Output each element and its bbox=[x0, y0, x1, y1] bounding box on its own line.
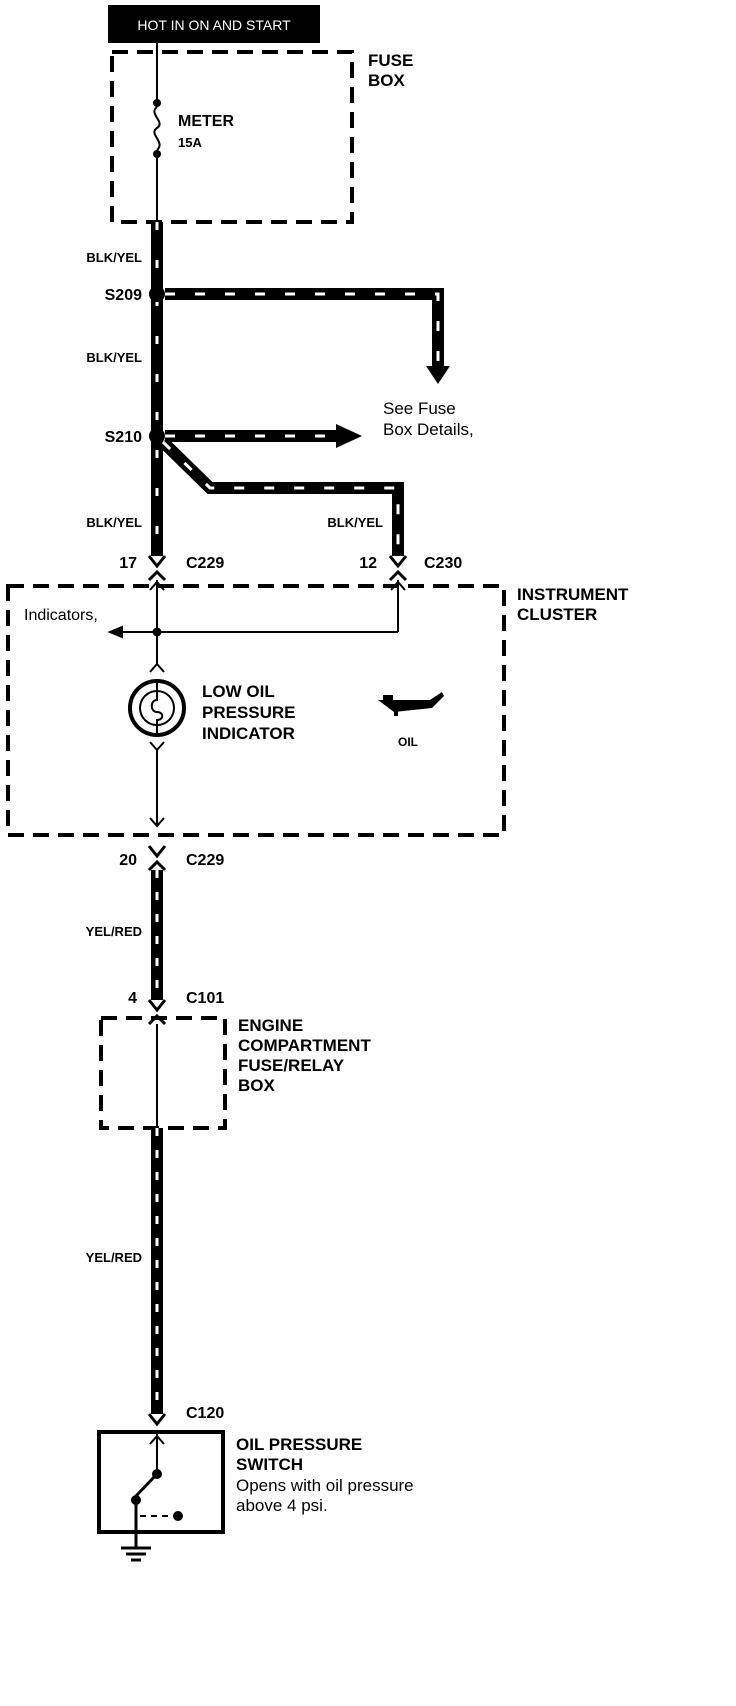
c230-branch-wire bbox=[158, 437, 404, 556]
c120-connector-icon bbox=[147, 1413, 167, 1427]
c229-top-pin: 17 bbox=[119, 555, 137, 572]
wire-label-3-right: BLK/YEL bbox=[327, 515, 383, 530]
c120-label: C120 bbox=[186, 1405, 224, 1422]
c230-label: C230 bbox=[424, 555, 462, 572]
splice-s209: S209 bbox=[105, 287, 142, 304]
c101-connector-icon bbox=[147, 999, 167, 1013]
fuse-box-outline bbox=[110, 50, 354, 224]
see-fuse-1: See Fuse bbox=[383, 399, 456, 418]
oil-switch-desc-2: above 4 psi. bbox=[236, 1496, 328, 1515]
fuse-rating: 15A bbox=[178, 135, 202, 150]
engine-box-3: FUSE/RELAY bbox=[238, 1056, 345, 1075]
wire-label-1: BLK/YEL bbox=[86, 250, 142, 265]
wire-label-3-left: BLK/YEL bbox=[86, 515, 142, 530]
fuse-box-title-1: FUSE bbox=[368, 51, 413, 70]
s210-branch-wire bbox=[165, 424, 362, 448]
c229-bottom-label: C229 bbox=[186, 852, 224, 869]
wire-label-2: BLK/YEL bbox=[86, 350, 142, 365]
header-label: HOT IN ON AND START bbox=[137, 17, 291, 33]
oil-switch-title-1: OIL PRESSURE bbox=[236, 1435, 362, 1454]
c230-pin: 12 bbox=[359, 555, 377, 572]
see-fuse-2: Box Details, bbox=[383, 420, 474, 439]
engine-box-2: COMPARTMENT bbox=[238, 1036, 371, 1055]
cluster-title-2: CLUSTER bbox=[517, 605, 597, 624]
c229-top-label: C229 bbox=[186, 555, 224, 572]
oil-switch-box bbox=[97, 1430, 225, 1534]
header-label-box: HOT IN ON AND START bbox=[108, 5, 320, 43]
indicators-label: Indicators, bbox=[24, 607, 98, 624]
ground-icon bbox=[121, 1538, 151, 1562]
splice-s210: S210 bbox=[105, 429, 142, 446]
engine-box-4: BOX bbox=[238, 1076, 276, 1095]
oil-switch-icon bbox=[131, 1432, 183, 1538]
cluster-title-1: INSTRUMENT bbox=[517, 585, 629, 604]
s209-branch-wire bbox=[165, 288, 450, 384]
cluster-internal-wiring bbox=[107, 580, 406, 828]
c229-bottom-pin: 20 bbox=[119, 852, 137, 869]
wire-label-5: YEL/RED bbox=[86, 1250, 142, 1265]
oil-switch-desc-1: Opens with oil pressure bbox=[236, 1476, 414, 1495]
c101-pin: 4 bbox=[128, 990, 137, 1007]
oil-can-icon bbox=[378, 692, 444, 716]
oil-switch-title-2: SWITCH bbox=[236, 1455, 303, 1474]
c101-label: C101 bbox=[186, 990, 224, 1007]
fuse-meter-icon bbox=[153, 99, 161, 158]
wire-label-4: YEL/RED bbox=[86, 924, 142, 939]
engine-box-outline bbox=[99, 1016, 227, 1130]
indicator-name-3: INDICATOR bbox=[202, 724, 295, 743]
c229-bottom-connector-icon bbox=[147, 845, 167, 859]
c230-connector-icon bbox=[388, 555, 408, 569]
c229-top-connector-icon bbox=[147, 555, 167, 569]
engine-box-1: ENGINE bbox=[238, 1016, 303, 1035]
splice-s209-icon bbox=[149, 286, 165, 302]
splice-s210-icon bbox=[149, 428, 165, 444]
indicator-name-1: LOW OIL bbox=[202, 682, 275, 701]
instrument-cluster-outline bbox=[6, 584, 506, 837]
fuse-name: METER bbox=[178, 113, 234, 130]
fuse-box-title-2: BOX bbox=[368, 71, 406, 90]
oil-symbol-label: OIL bbox=[398, 735, 418, 749]
indicator-name-2: PRESSURE bbox=[202, 703, 296, 722]
low-oil-bulb-icon bbox=[128, 679, 186, 737]
